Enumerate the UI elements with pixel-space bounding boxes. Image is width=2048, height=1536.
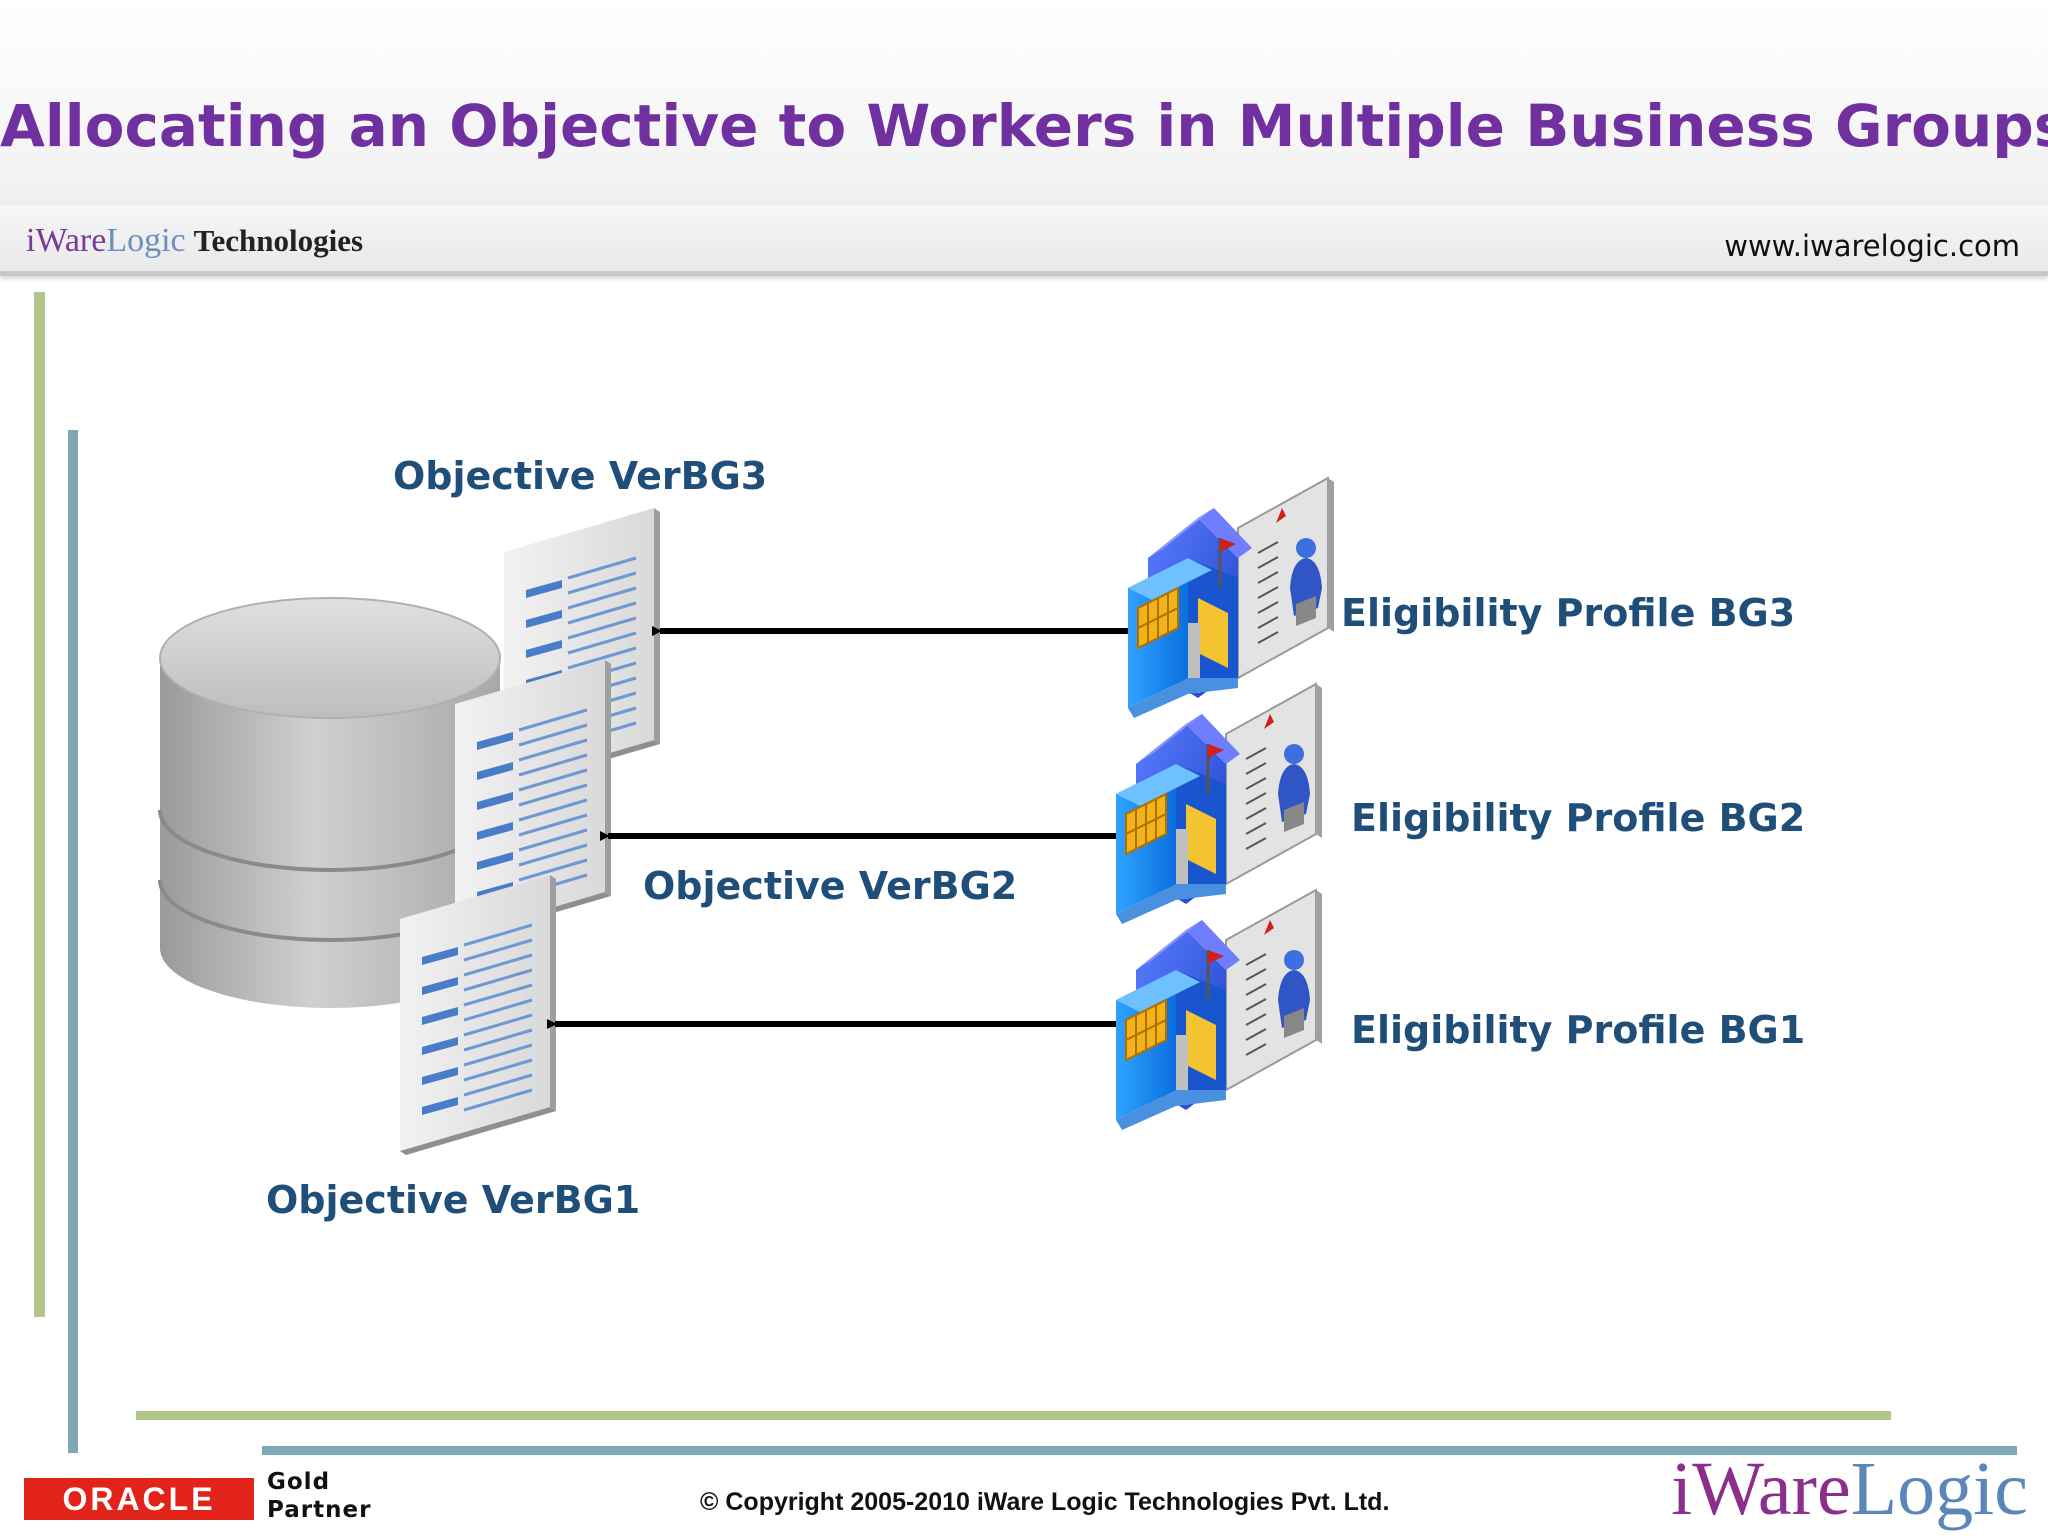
iwarelogic-logo: iWareLogic — [1671, 1446, 2028, 1533]
logo-part1: iWare — [1671, 1447, 1851, 1531]
logo-part2: Logic — [1850, 1447, 2028, 1531]
profile-label-bg2: Eligibility Profile BG2 — [1351, 796, 1806, 840]
oracle-logo: ORACLE — [24, 1478, 254, 1520]
left-blue-rule — [68, 430, 78, 1453]
objective-label-bg3: Objective VerBG3 — [393, 454, 768, 498]
brand-suffix: Technologies — [193, 223, 364, 258]
bottom-green-rule — [136, 1411, 1891, 1420]
partner-line-1: Gold — [267, 1469, 331, 1495]
building-profile-bg1-icon — [1114, 888, 1324, 1132]
left-green-rule — [34, 292, 45, 1317]
objective-label-bg2: Objective VerBG2 — [643, 864, 1018, 908]
brand-bar — [0, 205, 2048, 276]
partner-line-2: Partner — [267, 1497, 372, 1523]
profile-label-bg3: Eligibility Profile BG3 — [1341, 591, 1796, 635]
profile-label-bg1: Eligibility Profile BG1 — [1351, 1008, 1806, 1052]
copyright-notice: © Copyright 2005-2010 iWare Logic Techno… — [700, 1488, 1390, 1516]
building-profile-bg2-icon — [1114, 682, 1324, 926]
brand-part1: iWare — [26, 222, 107, 259]
building-profile-bg3-icon — [1126, 476, 1336, 720]
website-url[interactable]: www.iwarelogic.com — [1724, 229, 2020, 263]
gold-partner-badge: Gold Partner — [267, 1468, 371, 1524]
brand-part2: Logic — [106, 222, 186, 259]
objective-label-bg1: Objective VerBG1 — [266, 1178, 641, 1222]
bottom-blue-rule — [262, 1446, 2017, 1455]
slide-title: Allocating an Objective to Workers in Mu… — [0, 92, 2048, 160]
objective-document-bg1-icon — [398, 873, 558, 1157]
